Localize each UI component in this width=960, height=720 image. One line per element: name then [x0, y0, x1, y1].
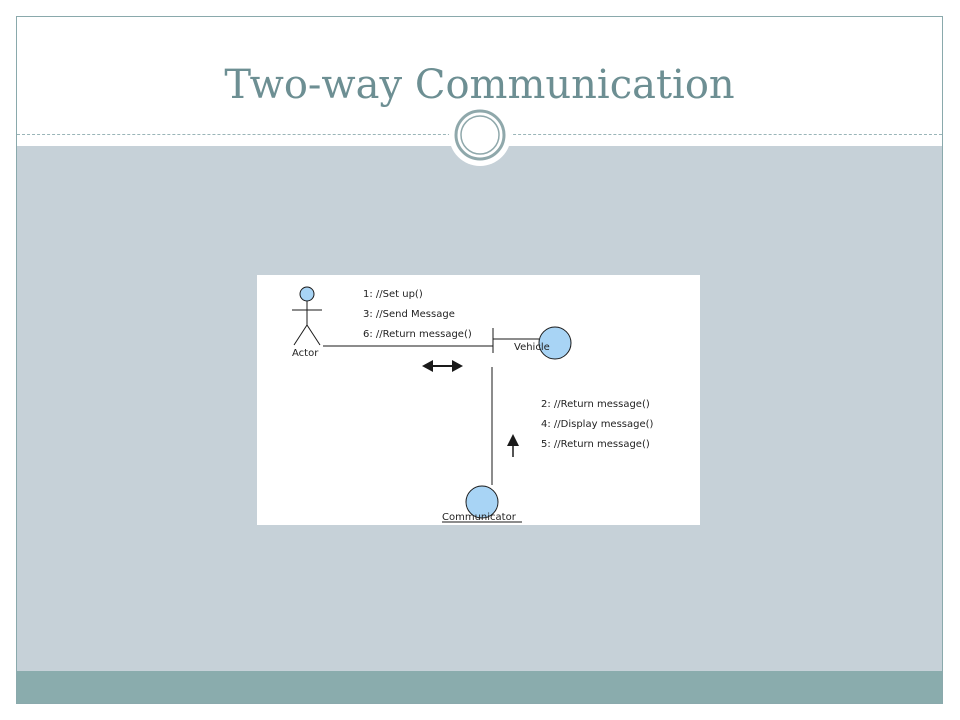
communicator-circle-object-icon	[465, 485, 499, 519]
communicator-label: Communicator	[442, 512, 517, 523]
up-arrow-icon	[507, 434, 519, 457]
vehicle-label: Vehicle	[514, 342, 550, 353]
actor-stick-figure-icon	[292, 286, 322, 346]
slide-title: Two-way Communication	[224, 62, 735, 108]
message-vehicle-communicator-1: 2: //Return message()	[541, 399, 650, 410]
communication-diagram: Actor Vehicle 1: //Set up() 3: //Send Me…	[257, 275, 700, 525]
message-actor-vehicle-2: 3: //Send Message	[363, 309, 455, 320]
vehicle-circle-object-icon	[538, 326, 572, 360]
message-vehicle-communicator-3: 5: //Return message()	[541, 439, 650, 450]
actor-label: Actor	[292, 348, 319, 359]
double-arrow-icon	[422, 360, 463, 372]
footer-bar	[17, 671, 942, 703]
message-actor-vehicle-1: 1: //Set up()	[363, 289, 423, 300]
message-actor-vehicle-3: 6: //Return message()	[363, 329, 472, 340]
message-vehicle-communicator-2: 4: //Display message()	[541, 419, 654, 430]
ring-ornament-icon	[449, 104, 511, 166]
